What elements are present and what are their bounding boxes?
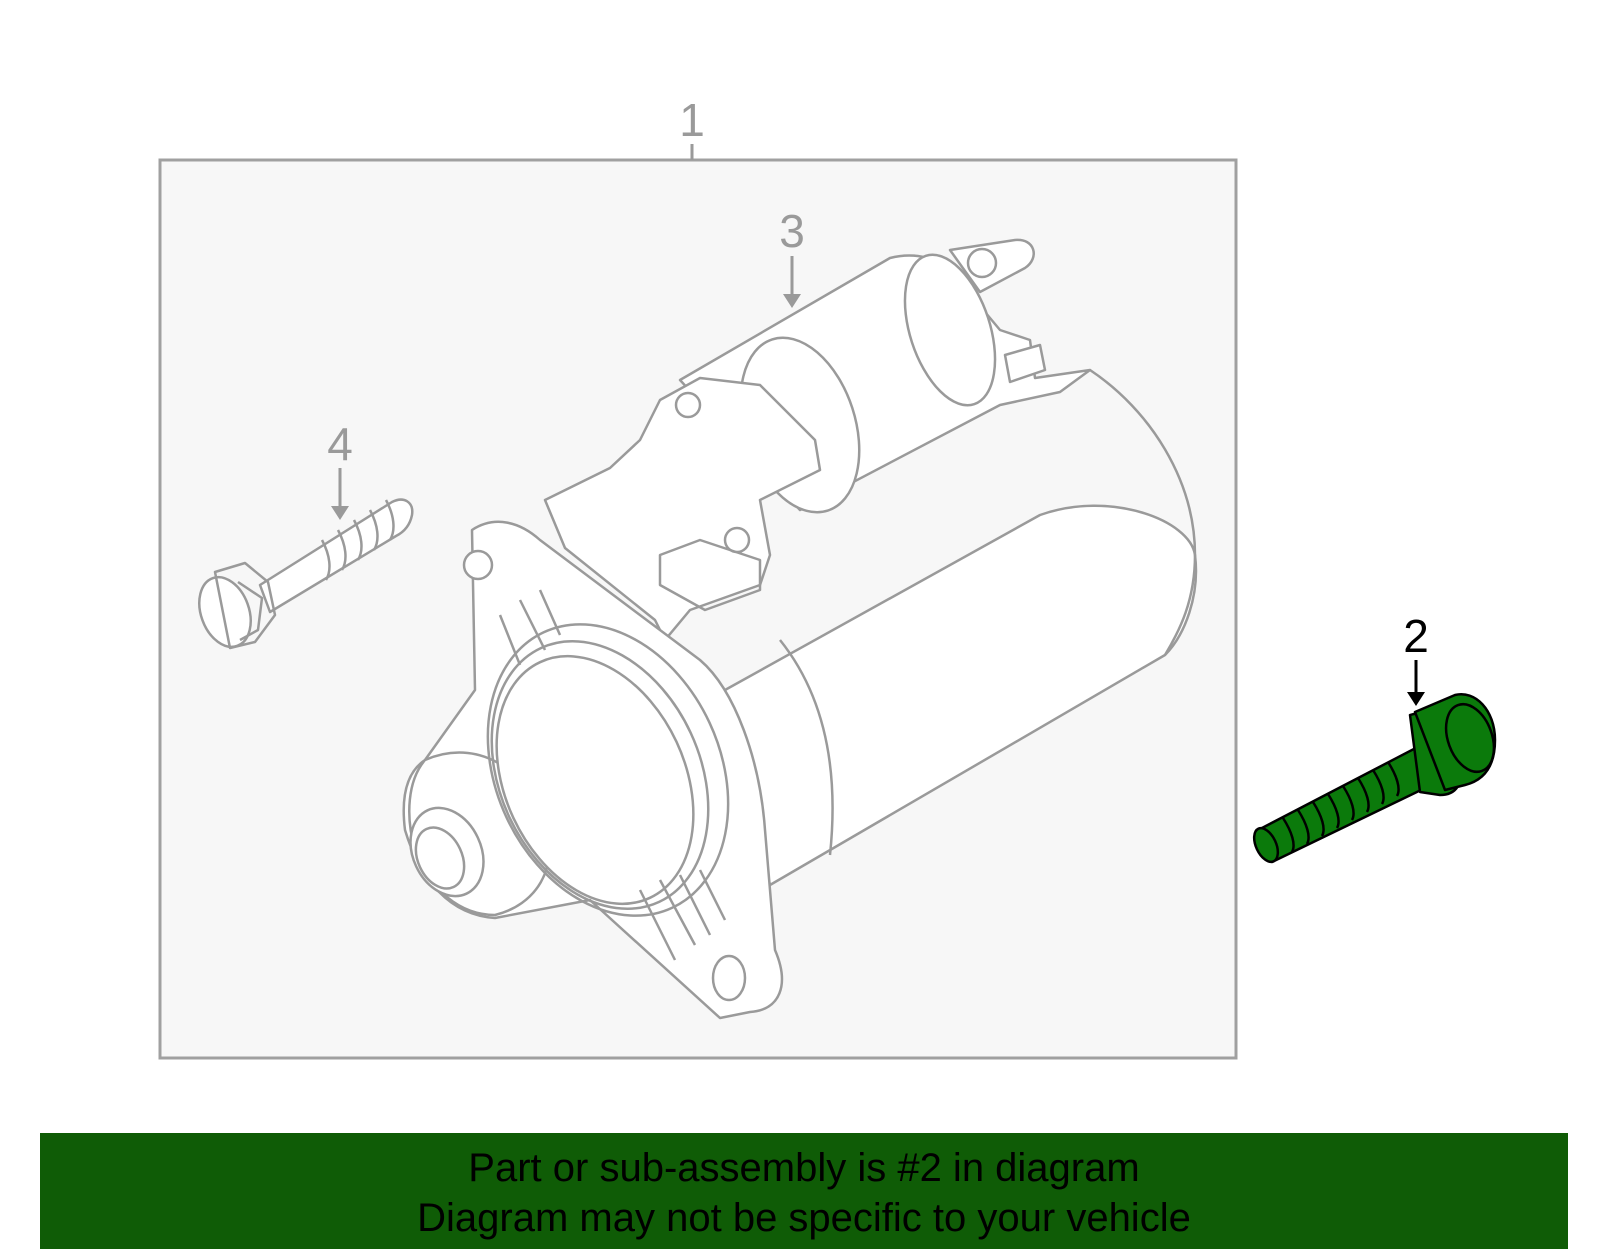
banner-line-1: Part or sub-assembly is #2 in diagram: [468, 1146, 1140, 1190]
part-2-bolt: [1252, 692, 1497, 864]
callout-3-arrowhead: [783, 294, 801, 308]
banner-line-2: Diagram may not be specific to your vehi…: [417, 1196, 1191, 1240]
info-banner: Part or sub-assembly is #2 in diagram Di…: [40, 1133, 1568, 1249]
callout-4-arrowhead: [331, 506, 349, 520]
callout-1-label: 1: [679, 94, 705, 146]
starter-motor-drawing: [402, 238, 1198, 1020]
callout-2-label: 2: [1403, 610, 1429, 662]
callout-4-label: 4: [327, 418, 353, 470]
callout-3-label: 3: [779, 205, 805, 257]
part-4-bolt: [198, 498, 414, 650]
callout-2-arrowhead: [1407, 692, 1425, 706]
